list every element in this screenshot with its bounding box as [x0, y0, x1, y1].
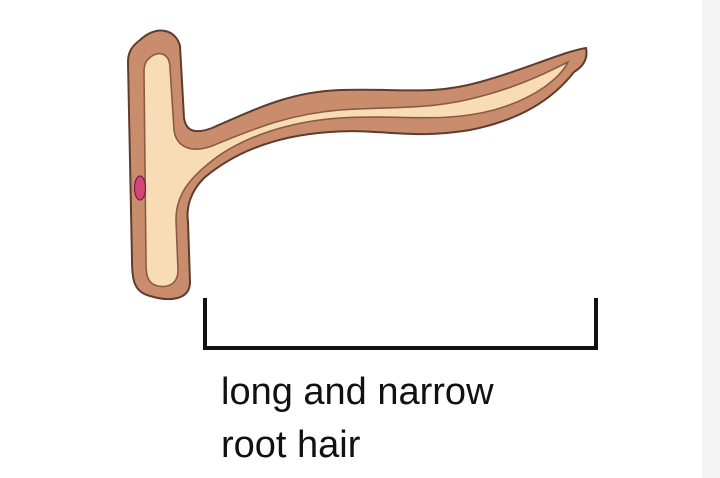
caption-line-2: root hair	[221, 424, 361, 466]
caption: long and narrow root hair	[221, 366, 494, 472]
side-strip	[702, 0, 720, 478]
length-bracket	[203, 298, 598, 350]
root-hair-cell-wall	[126, 29, 588, 300]
root-hair-cytoplasm	[143, 52, 570, 288]
caption-line-1: long and narrow	[221, 371, 494, 413]
nucleus	[133, 175, 147, 201]
